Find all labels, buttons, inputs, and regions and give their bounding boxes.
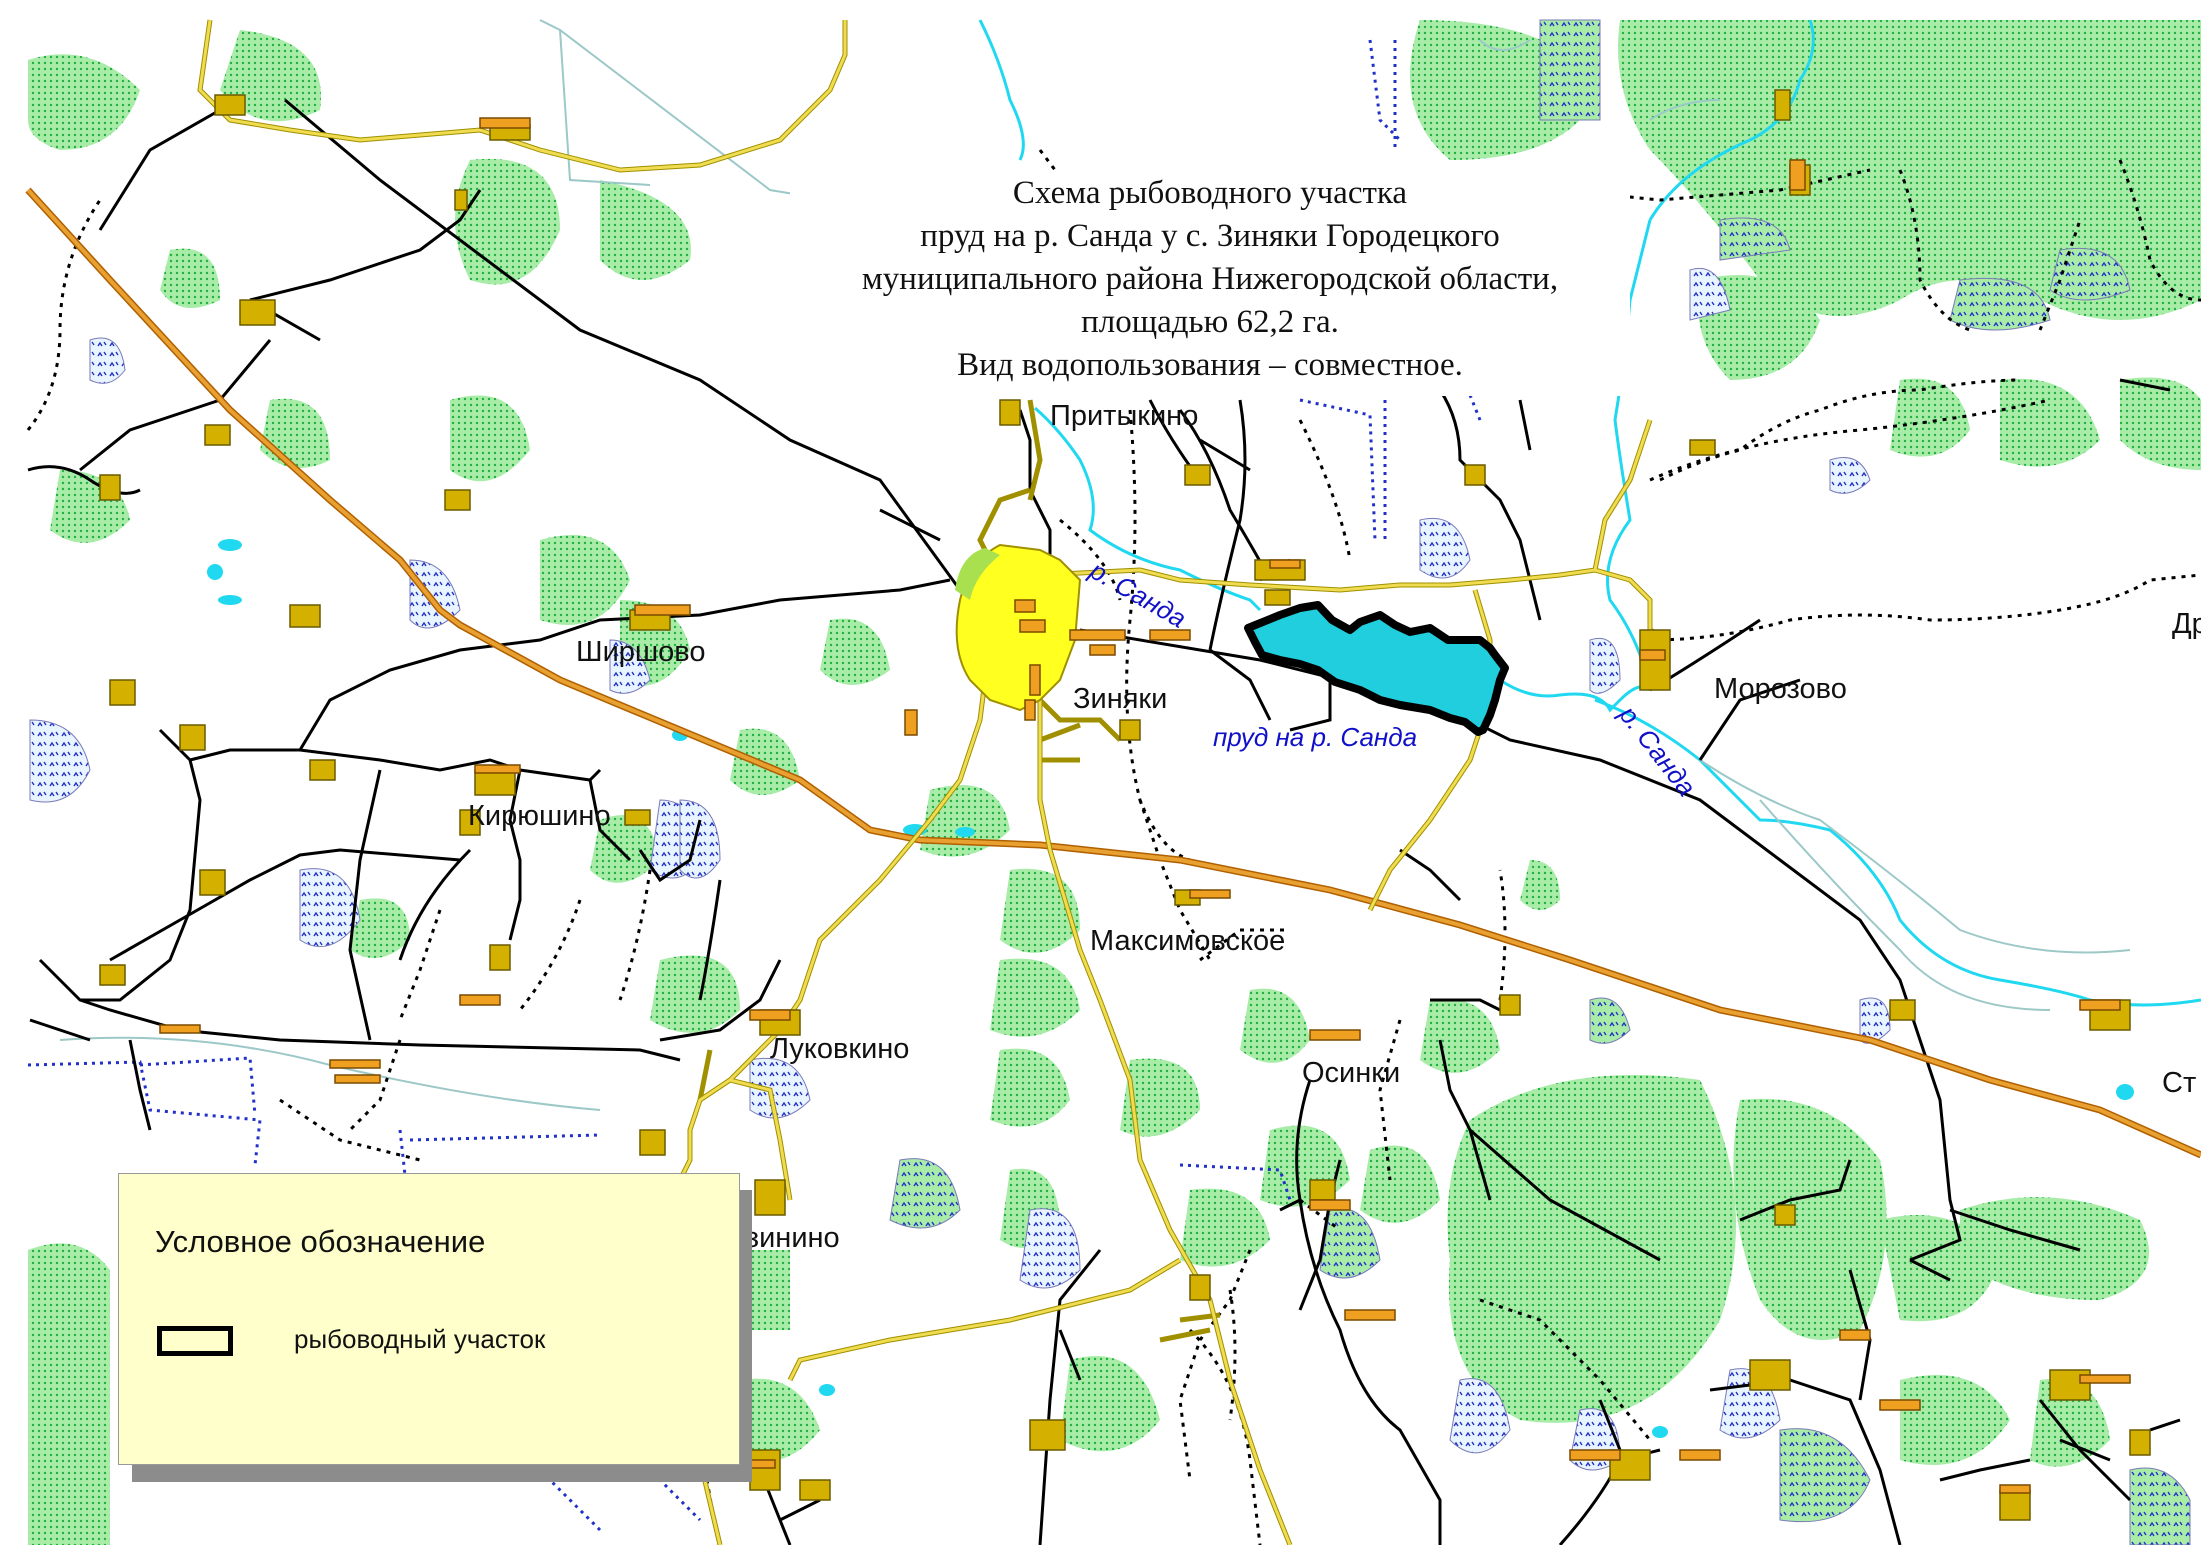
place-label-osinki: Осинки — [1302, 1057, 1401, 1089]
place-label-st: Ст — [2162, 1067, 2197, 1099]
marsh-areas — [29, 19, 2191, 1545]
river-sanda — [978, 19, 2201, 1007]
place-label-maksimovskoe: Максимовское — [1090, 925, 1286, 957]
floodplain-lines — [59, 19, 2131, 1111]
main-road — [25, 187, 2201, 1159]
legend-title: Условное обозначение — [155, 1224, 486, 1259]
place-label-zinyaki: Зиняки — [1073, 683, 1168, 715]
title-line-3: муниципального района Нижегородской обла… — [861, 261, 1559, 297]
map-title: Схема рыбоводного участка пруд на р. Сан… — [790, 172, 1630, 396]
place-label-kiryushino: Кирюшино — [468, 800, 611, 832]
title-line-2: пруд на р. Санда у с. Зиняки Городецкого — [920, 218, 1500, 254]
river-label-pond: пруд на р. Санда — [1213, 722, 1418, 752]
legend-label-fishery: рыбоводный участок — [294, 1324, 546, 1354]
fishery-pond — [1244, 601, 1509, 736]
place-label-morozovo: Морозово — [1714, 673, 1847, 705]
zinyaki-village — [955, 543, 1082, 712]
map-legend: Условное обозначение рыбоводный участок — [118, 1173, 740, 1465]
place-label-shirshovo: Ширшово — [576, 636, 706, 668]
place-label-lukovkino: Луковкино — [770, 1033, 910, 1065]
title-line-1: Схема рыбоводного участка — [1012, 175, 1408, 211]
building-roofs — [159, 117, 2131, 1494]
field-paths — [26, 149, 2201, 1545]
place-label-dr: Др — [2172, 608, 2201, 640]
title-line-5: Вид водопользования – совместное. — [957, 347, 1463, 383]
place-label-pritykino: Притыкино — [1050, 400, 1199, 432]
legend-swatch-fishery — [157, 1326, 233, 1356]
title-line-4: площадью 62,2 га. — [1081, 304, 1339, 340]
